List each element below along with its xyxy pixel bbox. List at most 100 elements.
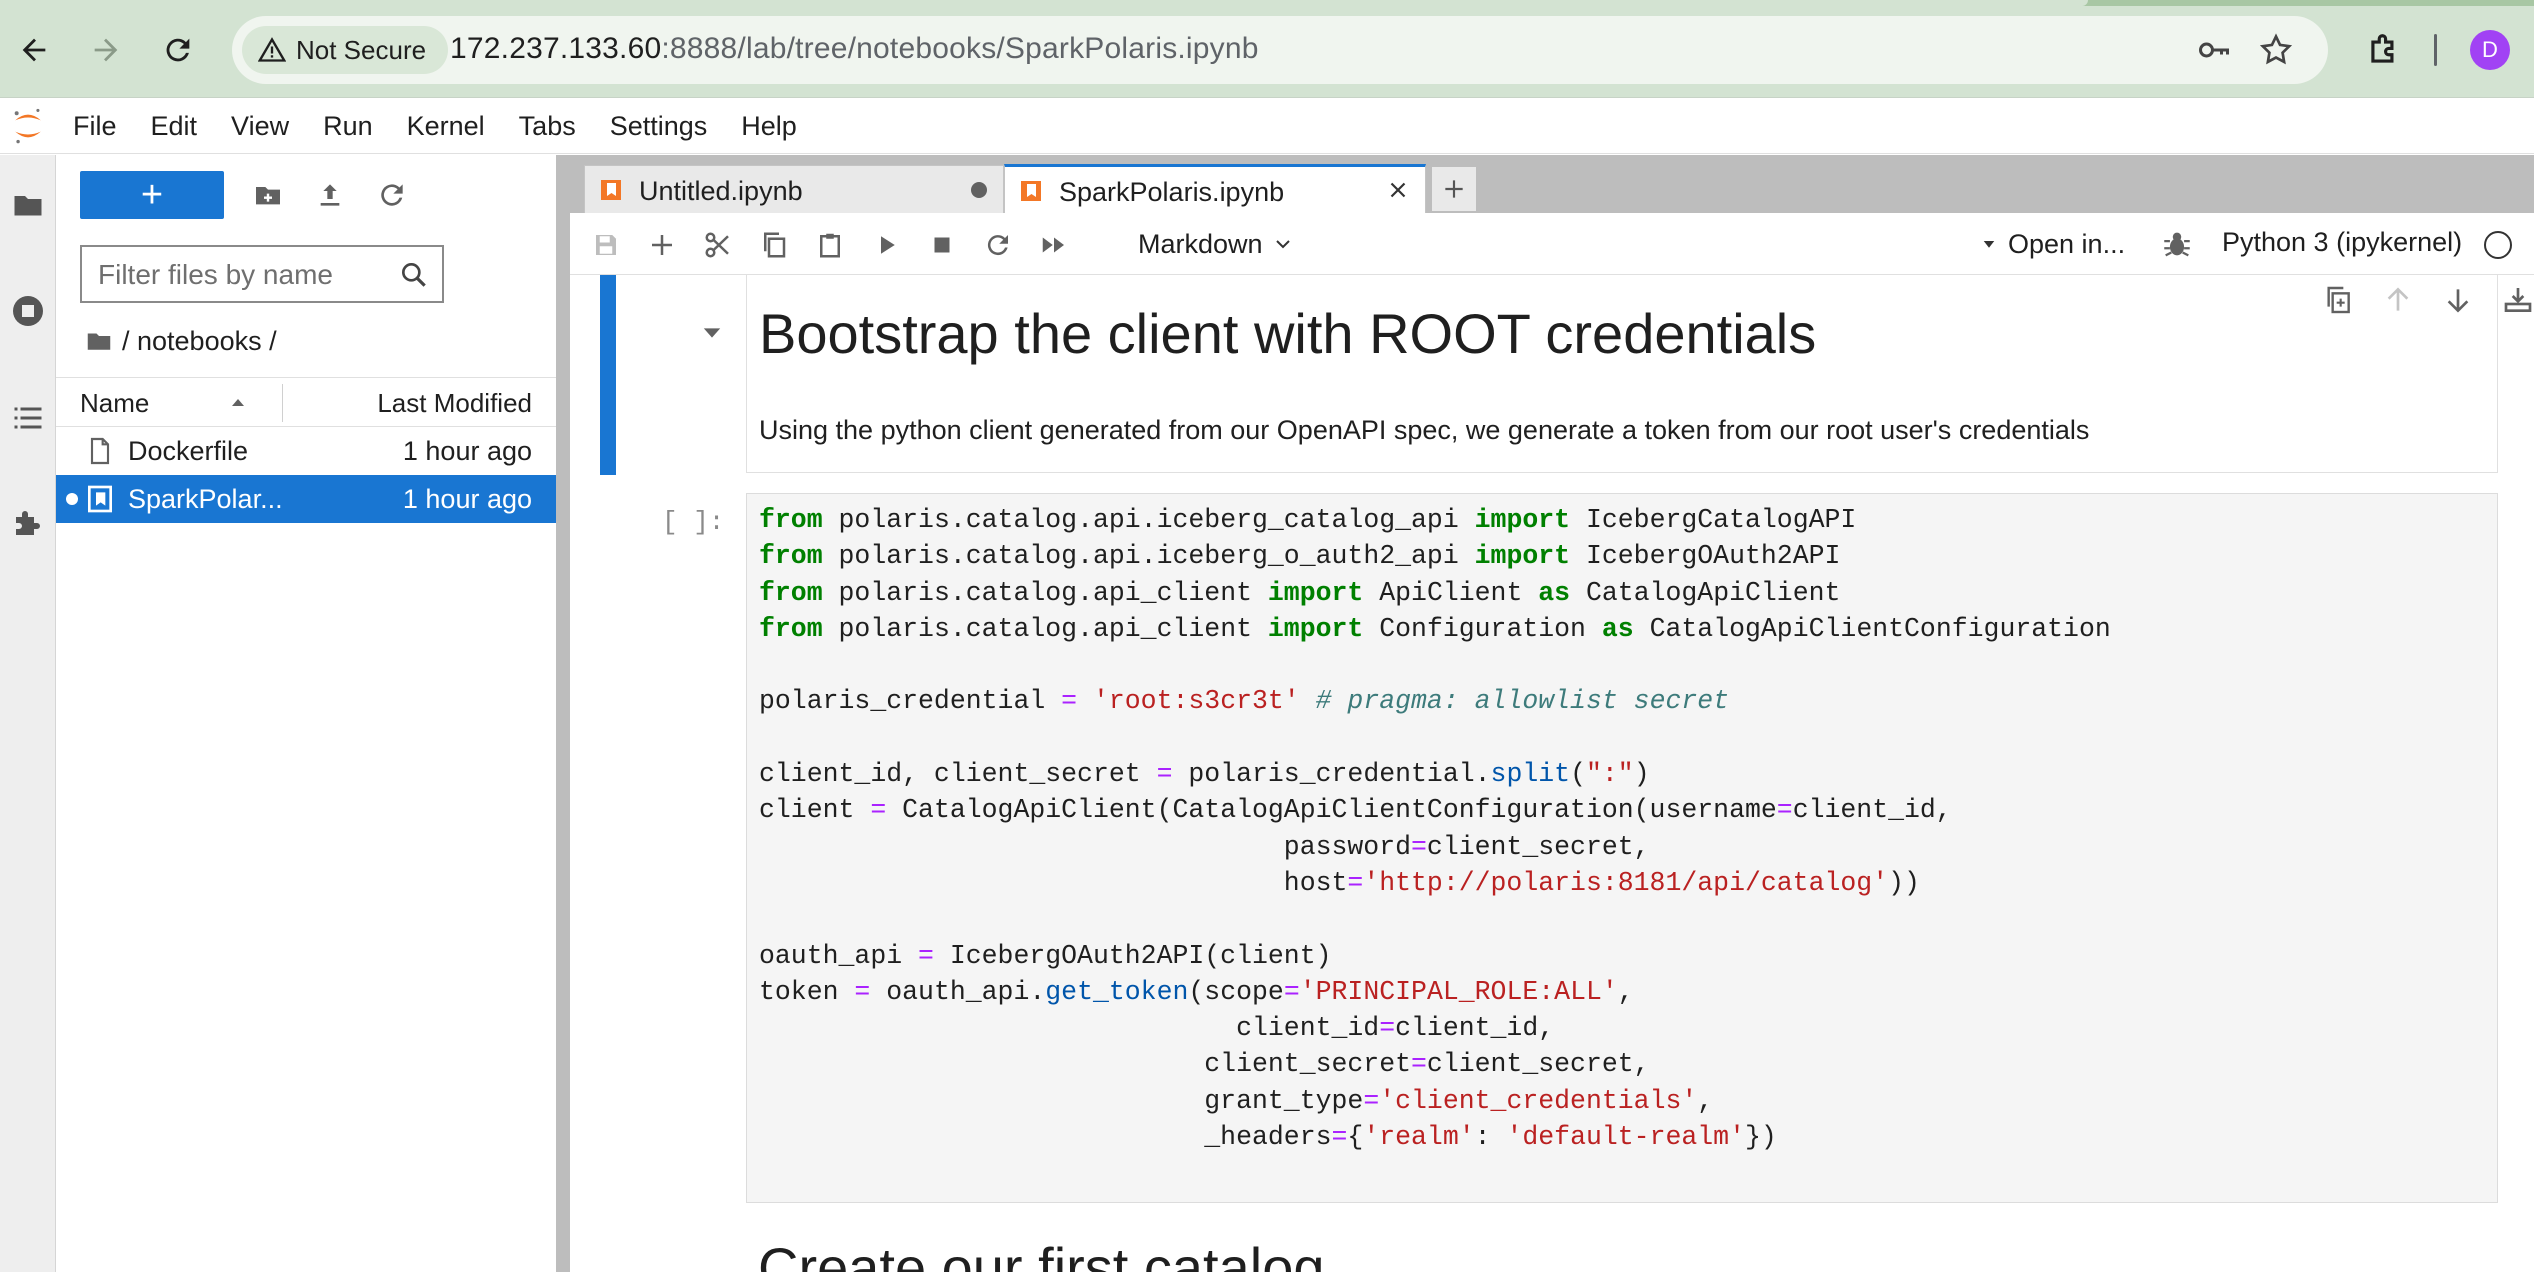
kernel-name-button[interactable]: Python 3 (ipykernel) — [2222, 227, 2463, 257]
insert-cell-above-button[interactable] — [2499, 281, 2534, 319]
tab-label: Untitled.ipynb — [639, 176, 803, 206]
close-icon[interactable] — [1385, 177, 1411, 203]
duplicate-cell-button[interactable] — [2319, 281, 2357, 319]
profile-avatar[interactable]: D — [2470, 30, 2510, 70]
caret-down-icon — [1983, 241, 1995, 248]
document-tab-bar: Untitled.ipynb SparkPolaris.ipynb — [570, 155, 2534, 213]
extension-manager-tab[interactable] — [0, 495, 56, 551]
cell-type-value: Markdown — [1138, 228, 1263, 259]
code-line: polaris_credential = 'root:s3cr3t' # pra… — [759, 686, 1730, 717]
security-chip[interactable]: Not Secure — [242, 26, 449, 74]
interrupt-kernel-button[interactable] — [924, 227, 960, 263]
collapse-caret-icon[interactable] — [698, 319, 726, 347]
running-sessions-tab[interactable] — [0, 283, 56, 339]
save-button[interactable] — [588, 227, 624, 263]
file-browser-tab[interactable] — [0, 177, 56, 233]
menu-file[interactable]: File — [73, 110, 117, 141]
filter-files-field[interactable] — [80, 245, 444, 303]
menu-edit[interactable]: Edit — [150, 110, 198, 141]
fast-forward-icon — [1042, 237, 1064, 253]
browser-toolbar: Not Secure 172.237.133.60:8888/lab/tree/… — [0, 0, 2534, 98]
file-list-header: Name Last Modified — [56, 377, 556, 427]
address-bar[interactable]: Not Secure 172.237.133.60:8888/lab/tree/… — [232, 16, 2328, 84]
save-icon — [596, 235, 616, 255]
column-name[interactable]: Name — [80, 388, 150, 418]
code-cell[interactable]: from polaris.catalog.api.iceberg_catalog… — [746, 493, 2498, 1203]
menu-view[interactable]: View — [231, 110, 290, 141]
move-cell-up-button[interactable] — [2379, 281, 2417, 319]
back-button[interactable] — [6, 22, 62, 78]
menu-kernel[interactable]: Kernel — [406, 110, 485, 141]
restart-run-all-button[interactable] — [1036, 227, 1072, 263]
toolbar-separator — [2434, 34, 2437, 66]
menu-tabs[interactable]: Tabs — [518, 110, 576, 141]
markdown-cell[interactable]: Bootstrap the client with ROOT credentia… — [746, 275, 2532, 473]
tab-untitled[interactable]: Untitled.ipynb — [584, 165, 1004, 213]
chevron-down-icon — [1275, 240, 1290, 249]
menu-run[interactable]: Run — [323, 110, 373, 141]
bookmark-button[interactable] — [2256, 30, 2296, 70]
filter-files-input[interactable] — [98, 257, 398, 293]
breadcrumb-path[interactable]: / notebooks / — [122, 325, 277, 356]
extensions-button[interactable] — [2360, 26, 2408, 74]
file-modified: 1 hour ago — [402, 436, 532, 466]
open-in-dropdown[interactable]: Open in... — [1980, 225, 2125, 263]
new-folder-button[interactable] — [246, 173, 290, 217]
upload-icon — [320, 184, 340, 206]
code-line: host='http://polaris:8181/api/catalog')) — [759, 867, 1920, 898]
puzzle-icon — [2371, 34, 2394, 63]
column-divider[interactable] — [282, 384, 283, 422]
insert-cell-button[interactable] — [644, 227, 680, 263]
cut-button[interactable] — [700, 227, 736, 263]
stop-circle-icon — [13, 296, 43, 326]
menu-settings[interactable]: Settings — [609, 110, 708, 141]
sort-up-icon[interactable] — [226, 390, 250, 414]
column-last-modified[interactable]: Last Modified — [377, 388, 532, 418]
scissors-icon — [705, 232, 729, 258]
notebook-content[interactable]: Bootstrap the client with ROOT credentia… — [570, 275, 2534, 1272]
reload-button[interactable] — [150, 22, 206, 78]
upload-button[interactable] — [308, 173, 352, 217]
notebook-toolbar: Markdown Open in... Python 3 (ipykernel) — [570, 213, 2534, 275]
file-row-dockerfile[interactable]: Dockerfile 1 hour ago — [56, 427, 556, 475]
tab-label: SparkPolaris.ipynb — [1059, 177, 1285, 207]
code-editor[interactable]: from polaris.catalog.api.iceberg_catalog… — [759, 502, 2111, 1155]
cell-type-dropdown[interactable]: Markdown — [1138, 225, 1295, 263]
file-row-sparkpolaris[interactable]: SparkPolar... 1 hour ago — [56, 475, 556, 523]
forward-button[interactable] — [78, 22, 134, 78]
code-line — [759, 647, 2111, 683]
new-launcher-button[interactable]: + — [80, 171, 224, 219]
refresh-icon — [381, 184, 403, 206]
refresh-files-button[interactable] — [370, 173, 414, 217]
key-icon — [2199, 42, 2229, 58]
active-cell-indicator[interactable] — [600, 275, 616, 475]
copy-button[interactable] — [756, 227, 792, 263]
paste-button[interactable] — [812, 227, 848, 263]
code-line: client_secret=client_secret, — [759, 1049, 1650, 1080]
markdown-heading: Bootstrap the client with ROOT credentia… — [759, 302, 1817, 365]
plus-icon — [652, 235, 672, 255]
code-line: from polaris.catalog.api_client import A… — [759, 577, 1841, 608]
folder-icon[interactable] — [84, 326, 114, 356]
menu-help[interactable]: Help — [741, 110, 797, 141]
password-key-button[interactable] — [2194, 30, 2234, 70]
run-cell-button[interactable] — [868, 227, 904, 263]
unsaved-dot — [971, 182, 987, 198]
file-name: Dockerfile — [128, 436, 249, 466]
url-text[interactable]: 172.237.133.60:8888/lab/tree/notebooks/S… — [450, 32, 1259, 66]
star-icon — [2259, 33, 2293, 65]
debugger-bug-icon[interactable] — [2160, 227, 2194, 261]
duplicate-icon — [2327, 286, 2350, 314]
table-of-contents-tab[interactable] — [0, 390, 56, 446]
code-line: password=client_secret, — [759, 831, 1650, 862]
new-tab-button[interactable] — [1432, 167, 1476, 211]
kernel-status-indicator — [2484, 231, 2512, 259]
code-line: grant_type='client_credentials', — [759, 1085, 1714, 1116]
move-cell-down-button[interactable] — [2439, 281, 2477, 319]
activity-bar — [0, 155, 56, 1272]
restart-kernel-button[interactable] — [980, 227, 1016, 263]
warning-icon — [258, 37, 286, 62]
tab-sparkpolaris[interactable]: SparkPolaris.ipynb — [1004, 164, 1426, 213]
panel-split-handle[interactable] — [556, 155, 570, 1272]
arrow-right-icon — [94, 38, 118, 62]
